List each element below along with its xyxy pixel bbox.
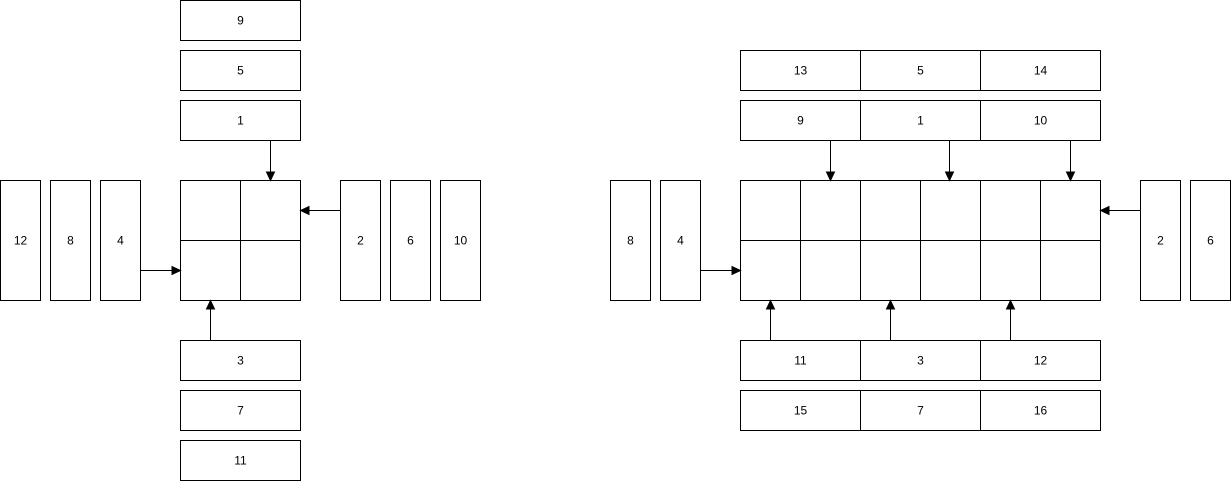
left-top-box-2: 5 [180,50,301,91]
cell-label: 1 [917,114,924,128]
arrow-from-right [1099,205,1141,216]
arrow-from-top-middle [944,140,955,182]
arrow-from-bottom-right [1005,299,1016,341]
arrow-from-top-right [1065,140,1076,182]
cell-label: 12 [1034,354,1048,368]
box-label: 1 [237,114,244,128]
right-right-box-1: 2 [1140,180,1181,301]
left-bottom-box-3: 11 [180,440,301,481]
left-side-box-1: 12 [0,180,41,301]
box-label: 2 [357,234,364,248]
box-label: 9 [237,14,244,28]
arrow-from-bottom-left [765,299,776,341]
cell-label: 15 [794,404,808,418]
box-label: 6 [407,234,414,248]
arrow-from-bottom [205,299,216,341]
left-side-box-2: 8 [50,180,91,301]
arrow-from-top-left [825,140,836,182]
cell-label: 9 [797,114,804,128]
cell-label: 16 [1034,404,1048,418]
right-left-box-2: 4 [660,180,701,301]
right-center-grid [740,180,1101,301]
box-label: 4 [117,234,124,248]
right-right-box-2: 6 [1190,180,1231,301]
cell-label: 13 [794,64,808,78]
box-label: 2 [1157,234,1164,248]
cell-label: 10 [1034,114,1048,128]
arrow-from-bottom-middle [885,299,896,341]
left-bottom-box-1: 3 [180,340,301,381]
right-side-box-3: 10 [440,180,481,301]
cell-label: 11 [794,354,807,368]
bottom-row-2: 15 7 16 [740,390,1101,431]
right-diagram: 13 5 14 9 1 10 11 3 12 15 7 16 [610,50,1231,431]
arrow-from-left [140,265,182,276]
box-label: 3 [237,354,244,368]
arrow-from-top [265,140,276,182]
left-center-grid [180,180,301,301]
bottom-row-1: 11 3 12 [740,340,1101,381]
box-label: 6 [1207,234,1214,248]
cell-label: 7 [917,404,924,418]
left-bottom-box-2: 7 [180,390,301,431]
right-side-box-1: 2 [340,180,381,301]
cell-label: 5 [917,64,924,78]
box-label: 11 [234,454,247,468]
arrow-from-right [299,205,341,216]
cell-label: 3 [917,354,924,368]
box-label: 7 [237,404,244,418]
right-left-box-1: 8 [610,180,651,301]
arrow-from-left [700,265,742,276]
left-top-box-3: 1 [180,100,301,141]
cell-label: 14 [1034,64,1048,78]
left-side-box-3: 4 [100,180,141,301]
box-label: 8 [627,234,634,248]
left-diagram: 9 5 1 3 7 11 12 8 4 2 6 10 [0,0,481,481]
left-top-box-1: 9 [180,0,301,41]
top-row-2: 9 1 10 [740,100,1101,141]
box-label: 4 [677,234,684,248]
top-row-1: 13 5 14 [740,50,1101,91]
right-side-box-2: 6 [390,180,431,301]
box-label: 8 [67,234,74,248]
box-label: 10 [454,234,468,248]
box-label: 5 [237,64,244,78]
box-label: 12 [14,234,28,248]
